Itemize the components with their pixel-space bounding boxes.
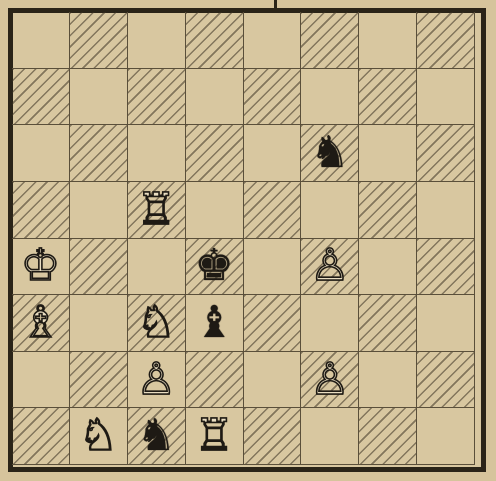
white-pawn-icon[interactable]: ♙ bbox=[310, 358, 349, 402]
square-h6[interactable] bbox=[417, 125, 475, 182]
square-d1[interactable]: ♖ bbox=[186, 408, 244, 465]
square-c3[interactable]: ♘ bbox=[128, 295, 186, 352]
square-c1[interactable]: ♞ bbox=[128, 408, 186, 465]
white-king-icon[interactable]: ♔ bbox=[21, 244, 60, 288]
square-e5[interactable] bbox=[244, 182, 302, 239]
square-d7[interactable] bbox=[186, 69, 244, 126]
square-b3[interactable] bbox=[70, 295, 128, 352]
square-d8[interactable] bbox=[186, 12, 244, 69]
square-d6[interactable] bbox=[186, 125, 244, 182]
square-b7[interactable] bbox=[70, 69, 128, 126]
black-knight-icon[interactable]: ♞ bbox=[136, 414, 175, 458]
square-a7[interactable] bbox=[12, 69, 70, 126]
square-g4[interactable] bbox=[359, 239, 417, 296]
square-a6[interactable] bbox=[12, 125, 70, 182]
square-c6[interactable] bbox=[128, 125, 186, 182]
square-a8[interactable] bbox=[12, 12, 70, 69]
square-h8[interactable] bbox=[417, 12, 475, 69]
square-g7[interactable] bbox=[359, 69, 417, 126]
white-knight-icon[interactable]: ♘ bbox=[136, 301, 175, 345]
white-knight-icon[interactable]: ♘ bbox=[79, 414, 118, 458]
square-g5[interactable] bbox=[359, 182, 417, 239]
square-e3[interactable] bbox=[244, 295, 302, 352]
square-h1[interactable] bbox=[417, 408, 475, 465]
square-b2[interactable] bbox=[70, 352, 128, 409]
white-bishop-icon[interactable]: ♗ bbox=[21, 301, 60, 345]
square-e4[interactable] bbox=[244, 239, 302, 296]
square-a2[interactable] bbox=[12, 352, 70, 409]
square-d5[interactable] bbox=[186, 182, 244, 239]
square-b4[interactable] bbox=[70, 239, 128, 296]
black-king-icon[interactable]: ♚ bbox=[194, 244, 233, 288]
square-c2[interactable]: ♙ bbox=[128, 352, 186, 409]
black-bishop-icon[interactable]: ♝ bbox=[194, 301, 233, 345]
square-d4[interactable]: ♚ bbox=[186, 239, 244, 296]
square-c8[interactable] bbox=[128, 12, 186, 69]
square-f1[interactable] bbox=[301, 408, 359, 465]
square-a1[interactable] bbox=[12, 408, 70, 465]
square-a5[interactable] bbox=[12, 182, 70, 239]
square-c7[interactable] bbox=[128, 69, 186, 126]
square-d3[interactable]: ♝ bbox=[186, 295, 244, 352]
square-b5[interactable] bbox=[70, 182, 128, 239]
square-h4[interactable] bbox=[417, 239, 475, 296]
square-b8[interactable] bbox=[70, 12, 128, 69]
white-rook-icon[interactable]: ♖ bbox=[136, 188, 175, 232]
square-f5[interactable] bbox=[301, 182, 359, 239]
square-f2[interactable]: ♙ bbox=[301, 352, 359, 409]
square-e1[interactable] bbox=[244, 408, 302, 465]
square-f7[interactable] bbox=[301, 69, 359, 126]
square-e7[interactable] bbox=[244, 69, 302, 126]
square-c5[interactable]: ♖ bbox=[128, 182, 186, 239]
chess-board: ♞ ♖ ♔ ♚ ♙ ♗ ♘ ♝ ♙ ♙ ♘ ♞ ♖ bbox=[12, 12, 475, 465]
square-e2[interactable] bbox=[244, 352, 302, 409]
square-g1[interactable] bbox=[359, 408, 417, 465]
square-g3[interactable] bbox=[359, 295, 417, 352]
square-f4[interactable]: ♙ bbox=[301, 239, 359, 296]
square-d2[interactable] bbox=[186, 352, 244, 409]
square-c4[interactable] bbox=[128, 239, 186, 296]
square-e8[interactable] bbox=[244, 12, 302, 69]
square-g8[interactable] bbox=[359, 12, 417, 69]
square-a4[interactable]: ♔ bbox=[12, 239, 70, 296]
white-pawn-icon[interactable]: ♙ bbox=[136, 358, 175, 402]
square-b6[interactable] bbox=[70, 125, 128, 182]
square-e6[interactable] bbox=[244, 125, 302, 182]
square-g2[interactable] bbox=[359, 352, 417, 409]
square-h7[interactable] bbox=[417, 69, 475, 126]
square-a3[interactable]: ♗ bbox=[12, 295, 70, 352]
square-h2[interactable] bbox=[417, 352, 475, 409]
square-b1[interactable]: ♘ bbox=[70, 408, 128, 465]
square-g6[interactable] bbox=[359, 125, 417, 182]
square-f3[interactable] bbox=[301, 295, 359, 352]
square-f8[interactable] bbox=[301, 12, 359, 69]
square-f6[interactable]: ♞ bbox=[301, 125, 359, 182]
black-knight-icon[interactable]: ♞ bbox=[310, 131, 349, 175]
square-h5[interactable] bbox=[417, 182, 475, 239]
white-rook-icon[interactable]: ♖ bbox=[194, 414, 233, 458]
square-h3[interactable] bbox=[417, 295, 475, 352]
white-pawn-icon[interactable]: ♙ bbox=[310, 244, 349, 288]
